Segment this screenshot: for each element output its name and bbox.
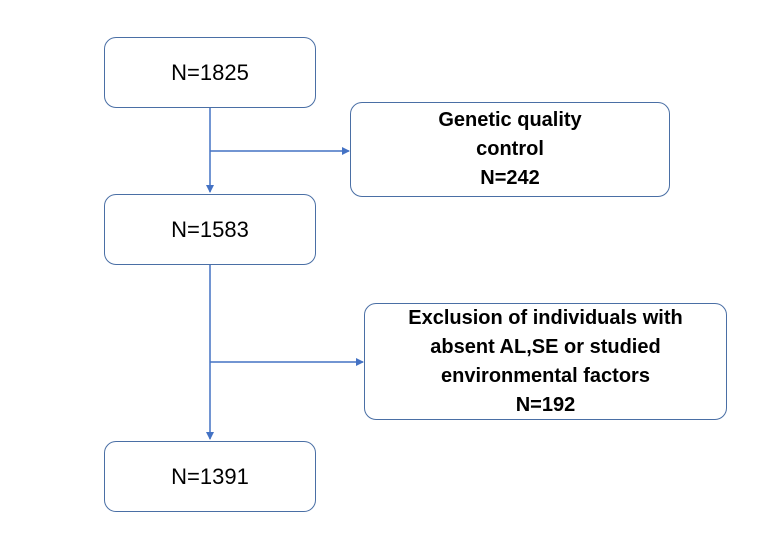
exclusion-count: N=192	[515, 393, 576, 416]
exclusion-label-line: environmental factors	[441, 364, 650, 387]
exclusion-label-line: absent AL,SE or studied	[430, 335, 661, 358]
exclusion-label-line: control	[476, 138, 544, 160]
step-box-initial: N=1825	[104, 37, 316, 108]
step-count-after-qc: N=1583	[171, 216, 249, 242]
step-box-final: N=1391	[104, 441, 316, 512]
step-count-final: N=1391	[171, 463, 249, 489]
exclusion-label-line: Genetic quality	[438, 109, 582, 131]
exclusion-box-genetic-qc: Genetic quality control N=242	[350, 102, 670, 197]
exclusion-label-line: Exclusion of individuals with	[408, 306, 683, 329]
step-count-initial: N=1825	[171, 59, 249, 85]
exclusion-box-missing-data: Exclusion of individuals with absent AL,…	[364, 303, 727, 420]
exclusion-count: N=242	[480, 167, 540, 189]
step-box-after-qc: N=1583	[104, 194, 316, 265]
